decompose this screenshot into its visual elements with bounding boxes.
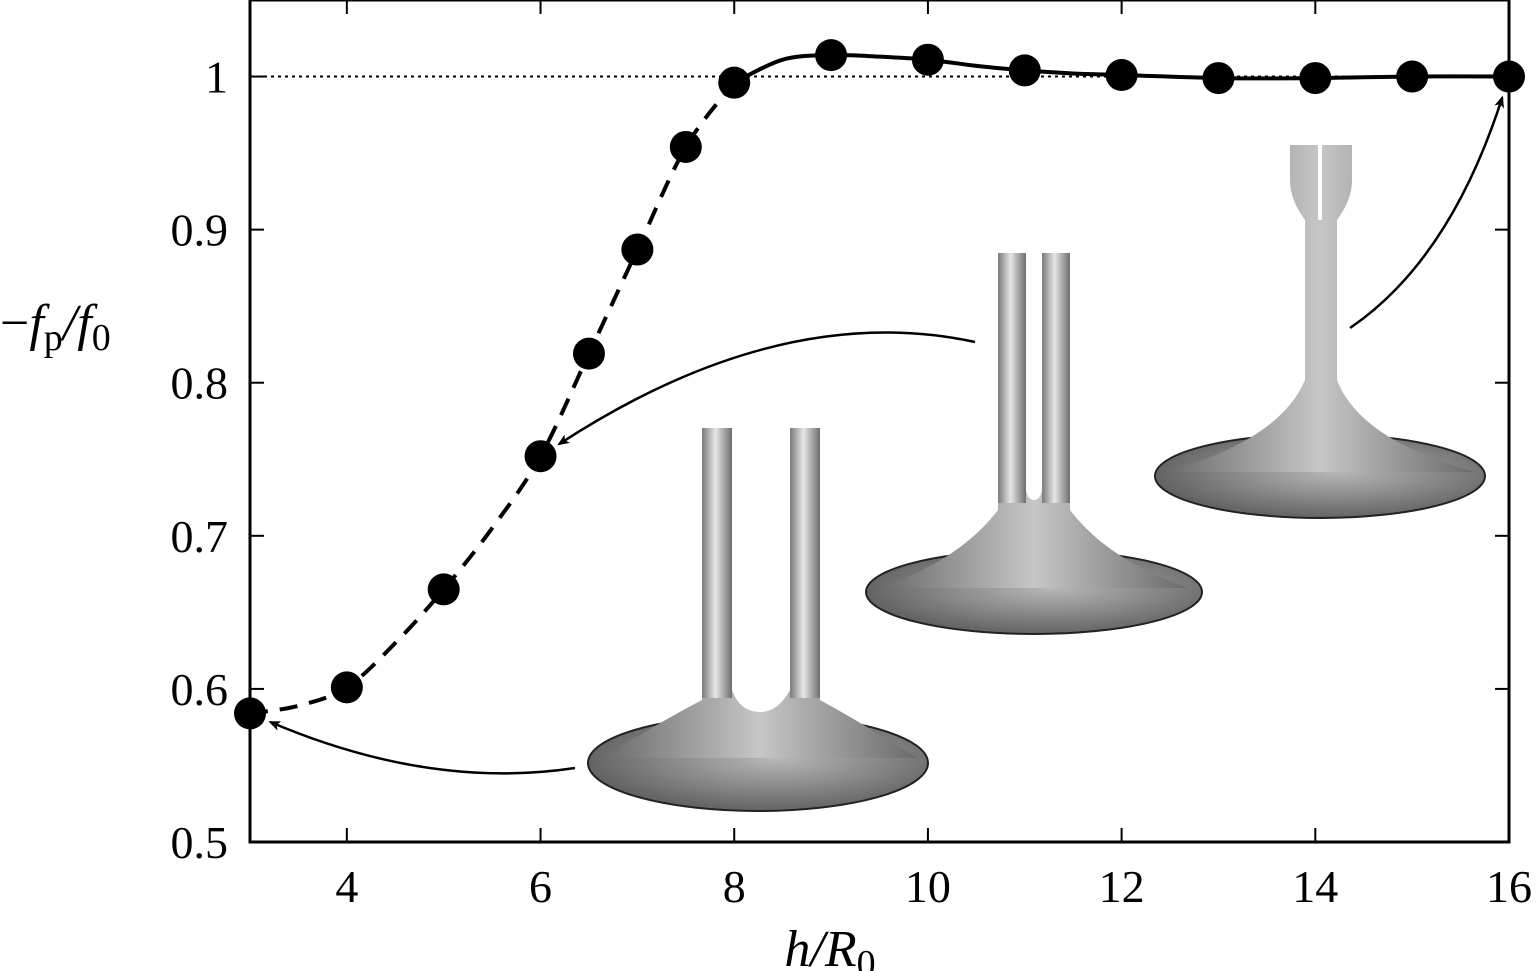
inset-two-separate-tubes bbox=[587, 428, 929, 812]
inset-merged-y-tube bbox=[1154, 145, 1486, 519]
annotation-arrow bbox=[268, 720, 576, 775]
x-tick-label: 16 bbox=[1486, 861, 1532, 912]
annotation-arrow bbox=[1349, 95, 1504, 330]
inset-two-touching-tubes bbox=[865, 253, 1203, 635]
y-tick-label: 0.7 bbox=[171, 511, 229, 562]
y-tick-label: 0.8 bbox=[171, 358, 229, 409]
plot-frame bbox=[248, 0, 1511, 844]
y-tick-label: 0.6 bbox=[171, 664, 229, 715]
x-axis-label: h/R0 bbox=[784, 921, 875, 971]
data-point bbox=[815, 39, 848, 72]
data-point bbox=[621, 233, 654, 266]
y-tick-label: 1 bbox=[205, 52, 228, 103]
data-point bbox=[1202, 62, 1235, 95]
dashed-curve bbox=[250, 81, 736, 716]
data-point bbox=[524, 440, 557, 473]
x-tick-label: 12 bbox=[1099, 861, 1145, 912]
inset-illustrations bbox=[587, 145, 1486, 812]
data-point bbox=[1105, 59, 1138, 92]
data-point bbox=[330, 671, 363, 704]
data-point bbox=[1299, 62, 1332, 95]
data-point bbox=[911, 43, 944, 76]
data-point bbox=[669, 130, 702, 163]
annotation-arrows bbox=[268, 95, 1504, 775]
data-point bbox=[1396, 60, 1429, 93]
annotation-arrow bbox=[557, 331, 976, 446]
data-point bbox=[718, 66, 751, 99]
tick-labels: 4 6 8 10 12 14 16 0.5 0.6 0.7 0.8 0.9 1 bbox=[171, 52, 1533, 912]
x-tick-label: 6 bbox=[529, 861, 552, 912]
x-tick-label: 10 bbox=[905, 861, 951, 912]
data-point bbox=[572, 337, 605, 370]
data-points bbox=[234, 39, 1525, 730]
y-tick-label: 0.9 bbox=[171, 205, 229, 256]
x-tick-label: 14 bbox=[1292, 861, 1338, 912]
data-point bbox=[1008, 54, 1041, 87]
data-point bbox=[234, 697, 266, 730]
data-point bbox=[427, 573, 460, 606]
data-point bbox=[1493, 60, 1525, 93]
y-tick-label: 0.5 bbox=[171, 817, 229, 868]
y-axis-label: −fp/f0 bbox=[0, 295, 111, 359]
x-tick-label: 4 bbox=[335, 861, 358, 912]
axis-ticks bbox=[250, 0, 1510, 843]
x-tick-label: 8 bbox=[723, 861, 746, 912]
